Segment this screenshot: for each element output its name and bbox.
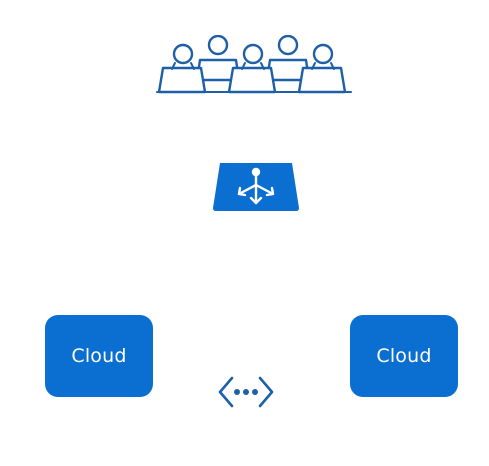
cloud-label: Cloud [71, 345, 127, 367]
cloud-node-right[interactable]: Cloud [350, 315, 458, 397]
cloud-node-left[interactable]: Cloud [45, 315, 153, 397]
users-group-icon [156, 35, 352, 94]
network-router-icon [213, 163, 299, 211]
virtual-network-icon [218, 376, 274, 408]
cloud-label: Cloud [376, 345, 432, 367]
